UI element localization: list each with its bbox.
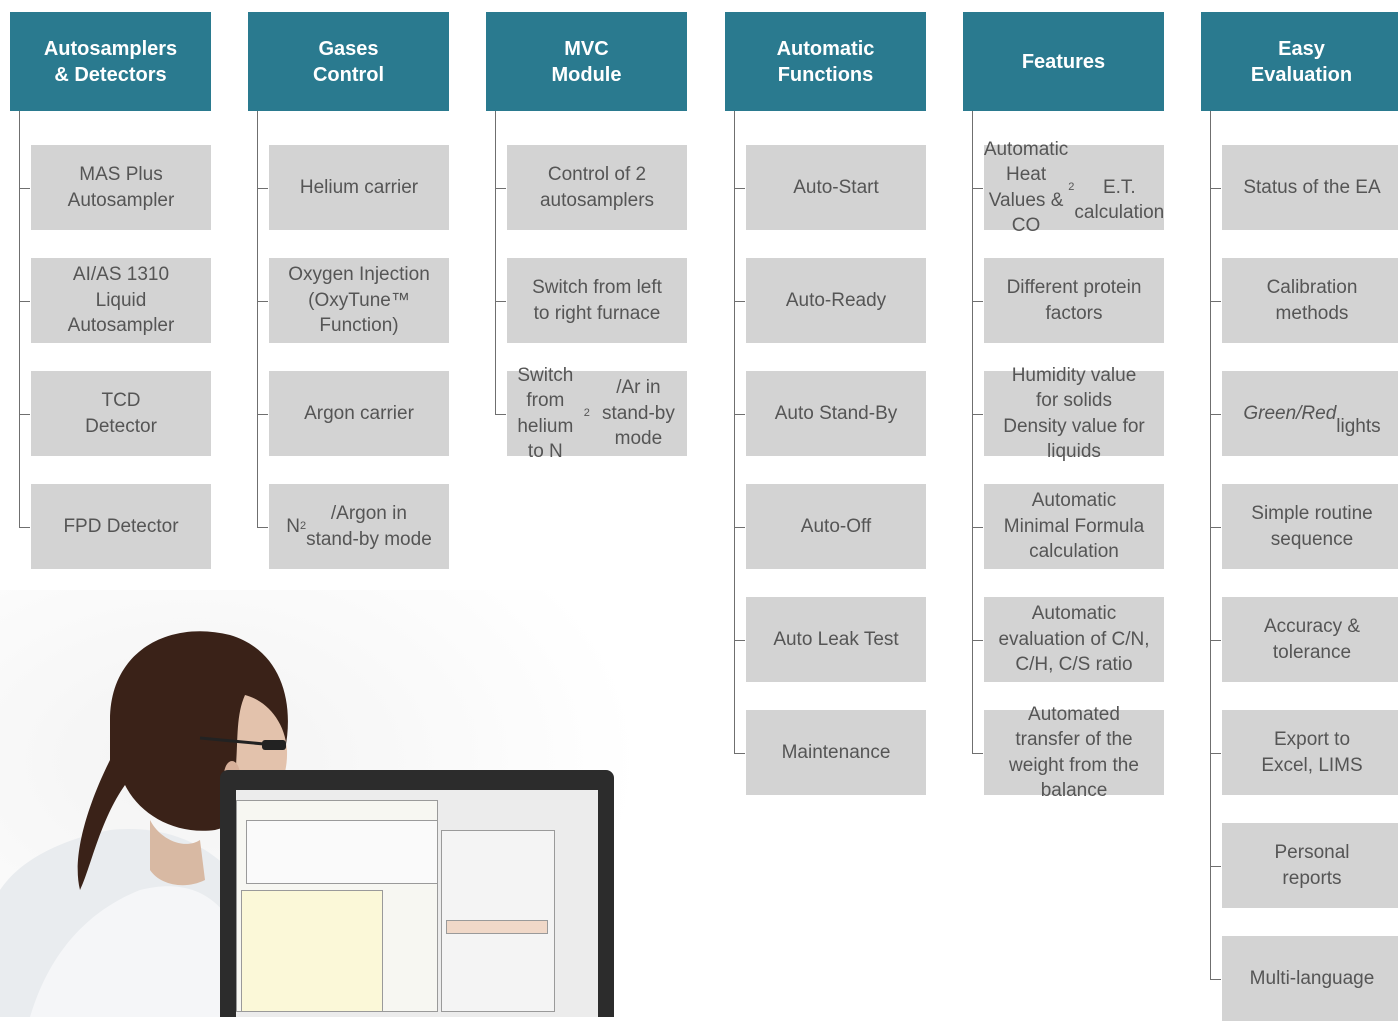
tree-connector-line: [1210, 111, 1211, 980]
software-window-red-table: [446, 920, 548, 934]
tree-branch-tick: [972, 526, 983, 528]
tree-branch-tick: [257, 413, 268, 415]
tree-branch-tick: [734, 639, 745, 641]
feature-box-mas-plus-autosampler: MAS Plus Autosampler: [31, 145, 211, 230]
tree-branch-tick: [1210, 639, 1221, 641]
tree-branch-tick: [495, 187, 506, 189]
tree-branch-tick: [495, 413, 506, 415]
feature-box-accuracy-tolerance: Accuracy & tolerance: [1222, 597, 1398, 682]
tree-connector-line: [257, 111, 258, 528]
feature-box-personal-reports: Personal reports: [1222, 823, 1398, 908]
tree-branch-tick: [1210, 865, 1221, 867]
tree-branch-tick: [734, 752, 745, 754]
column-header: Features: [963, 12, 1164, 111]
software-window-yellow: [241, 890, 383, 1012]
feature-box-automatic-evaluation-of-c-n-c-h-c-s-rati: Automatic evaluation of C/N, C/H, C/S ra…: [984, 597, 1164, 682]
tree-branch-tick: [972, 639, 983, 641]
feature-box-automated-transfer-of-the-weight-from-th: Automated transfer of the weight from th…: [984, 704, 1164, 801]
column-header: Autosamplers & Detectors: [10, 12, 211, 111]
feature-box-export-to-excel-lims: Export to Excel, LIMS: [1222, 710, 1398, 795]
feature-box-control-of-2-autosamplers: Control of 2 autosamplers: [507, 145, 687, 230]
column-header: Automatic Functions: [725, 12, 926, 111]
tree-branch-tick: [257, 300, 268, 302]
tree-branch-tick: [734, 187, 745, 189]
column-header: MVC Module: [486, 12, 687, 111]
feature-box-green-red-lights: Green/Red lights: [1222, 371, 1398, 456]
tree-branch-tick: [1210, 300, 1221, 302]
tree-branch-tick: [257, 526, 268, 528]
tree-branch-tick: [972, 752, 983, 754]
feature-box-auto-stand-by: Auto Stand-By: [746, 371, 926, 456]
feature-box-simple-routine-sequence: Simple routine sequence: [1222, 484, 1398, 569]
feature-box-fpd-detector: FPD Detector: [31, 484, 211, 569]
tree-connector-line: [19, 111, 20, 528]
tree-branch-tick: [734, 300, 745, 302]
feature-box-calibration-methods: Calibration methods: [1222, 258, 1398, 343]
feature-box-auto-start: Auto-Start: [746, 145, 926, 230]
tree-connector-line: [972, 111, 973, 754]
tree-branch-tick: [19, 300, 30, 302]
feature-box-switch-from-left-to-right-furnace: Switch from left to right furnace: [507, 258, 687, 343]
monitor-screen: [236, 790, 598, 1017]
tree-branch-tick: [972, 300, 983, 302]
feature-box-maintenance: Maintenance: [746, 710, 926, 795]
feature-box-auto-off: Auto-Off: [746, 484, 926, 569]
tree-branch-tick: [734, 526, 745, 528]
feature-box-auto-leak-test: Auto Leak Test: [746, 597, 926, 682]
tree-branch-tick: [19, 187, 30, 189]
tree-branch-tick: [257, 187, 268, 189]
feature-box-tcd-detector: TCD Detector: [31, 371, 211, 456]
tree-branch-tick: [1210, 752, 1221, 754]
feature-box-multi-language: Multi-language: [1222, 936, 1398, 1021]
tree-connector-line: [495, 111, 496, 415]
feature-box-oxygen-injection-oxytune-function: Oxygen Injection (OxyTune™ Function): [269, 258, 449, 343]
feature-box-status-of-the-ea: Status of the EA: [1222, 145, 1398, 230]
feature-box-argon-carrier: Argon carrier: [269, 371, 449, 456]
feature-box-automatic-minimal-formula-calculation: Automatic Minimal Formula calculation: [984, 484, 1164, 569]
feature-box-humidity-value-for-solids-density-value-: Humidity value for solids Density value …: [984, 365, 1164, 462]
tree-branch-tick: [734, 413, 745, 415]
tree-branch-tick: [972, 187, 983, 189]
tree-branch-tick: [1210, 978, 1221, 980]
feature-box-auto-ready: Auto-Ready: [746, 258, 926, 343]
feature-box-ai-as-1310-liquid-autosampler: AI/AS 1310 Liquid Autosampler: [31, 258, 211, 343]
tree-branch-tick: [495, 300, 506, 302]
tree-branch-tick: [19, 413, 30, 415]
feature-box-different-protein-factors: Different protein factors: [984, 258, 1164, 343]
tree-branch-tick: [1210, 526, 1221, 528]
column-header: Gases Control: [248, 12, 449, 111]
software-window-table: [246, 820, 438, 884]
feature-box-helium-carrier: Helium carrier: [269, 145, 449, 230]
tree-connector-line: [734, 111, 735, 754]
tree-branch-tick: [972, 413, 983, 415]
tree-branch-tick: [1210, 413, 1221, 415]
tree-branch-tick: [19, 526, 30, 528]
tree-branch-tick: [1210, 187, 1221, 189]
column-header: Easy Evaluation: [1201, 12, 1398, 111]
